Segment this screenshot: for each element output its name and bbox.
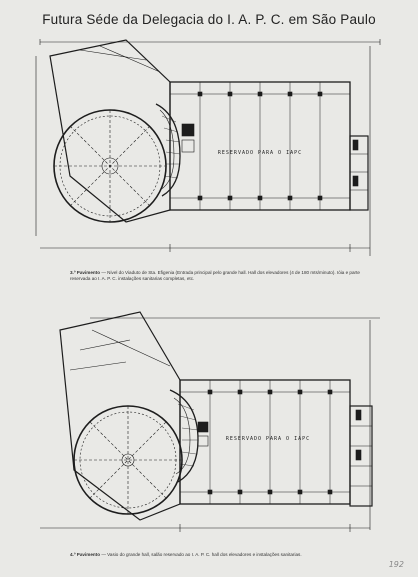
floor-plan-3-drawing: RESERVADO PARA O IAPC bbox=[35, 39, 381, 256]
reserved-label-4: RESERVADO PARA O IAPC bbox=[226, 436, 310, 442]
floor-plan-3: RESERVADO PARA O IAPC bbox=[30, 36, 390, 264]
floor-plan-4-drawing: RESERVADO PARA O IAPC bbox=[40, 311, 380, 532]
floor-plan-4: RESERVADO PARA O IAPC bbox=[30, 310, 390, 538]
page-number: 192 bbox=[388, 560, 404, 569]
caption-4: 4.º Pavimento — Vasio do grande hall, sa… bbox=[70, 552, 370, 558]
caption-3-text: — Nivel do Viaduto de Sta. Efigenia (Ent… bbox=[70, 270, 360, 281]
caption-4-text: — Vasio do grande hall, salão reservado … bbox=[101, 552, 302, 557]
page-title: Futura Séde da Delegacia do I. A. P. C. … bbox=[42, 12, 376, 27]
caption-4-label: 4.º Pavimento bbox=[70, 552, 101, 557]
reserved-label-3: RESERVADO PARA O IAPC bbox=[218, 150, 302, 156]
caption-3-label: 3.º Pavimento bbox=[70, 270, 101, 275]
caption-3: 3.º Pavimento — Nivel do Viaduto de Sta.… bbox=[70, 270, 360, 282]
